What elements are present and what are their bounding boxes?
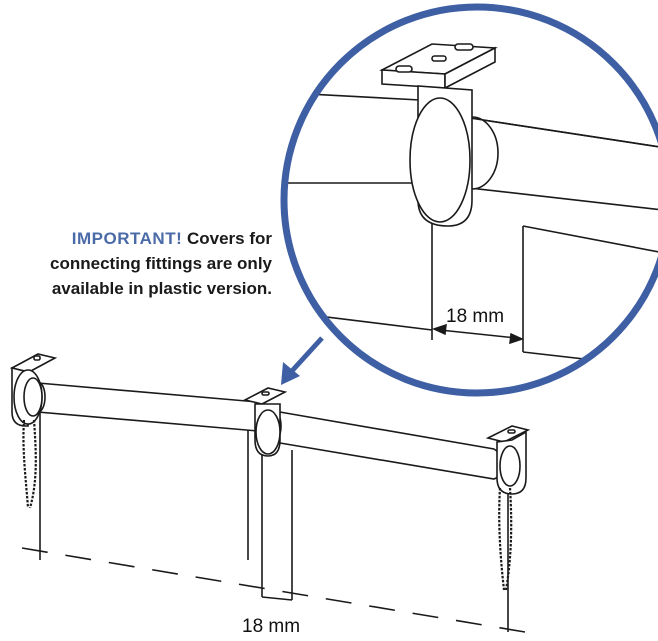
detail-dimension-label: 18 mm bbox=[446, 306, 504, 327]
note-line-3: available in plastic version. bbox=[51, 279, 272, 298]
center-connecting-bracket bbox=[242, 387, 288, 457]
center-fabric-strip bbox=[261, 448, 293, 601]
right-bead-chain bbox=[498, 487, 513, 591]
important-label: IMPORTANT! bbox=[71, 229, 183, 248]
bottom-dimension-label: 18 mm bbox=[242, 616, 300, 637]
detail-bracket bbox=[379, 43, 498, 227]
magnified-detail: 18 mm bbox=[280, 3, 658, 397]
detail-dimension bbox=[431, 323, 525, 345]
left-bead-chain bbox=[22, 419, 37, 509]
left-roller-tube bbox=[37, 382, 269, 432]
important-note: IMPORTANT! Covers for connecting fitting… bbox=[0, 226, 272, 301]
note-line-1: Covers for bbox=[182, 229, 272, 248]
detail-pointer-arrow bbox=[281, 336, 324, 385]
left-fabric-panel bbox=[39, 410, 249, 560]
note-line-2: connecting fittings are only bbox=[50, 254, 272, 273]
right-end-bracket bbox=[485, 425, 531, 495]
roller-assembly bbox=[9, 353, 531, 633]
detail-circle-outline bbox=[280, 3, 658, 397]
left-end-bracket bbox=[9, 353, 58, 427]
right-roller-tube bbox=[273, 410, 503, 480]
